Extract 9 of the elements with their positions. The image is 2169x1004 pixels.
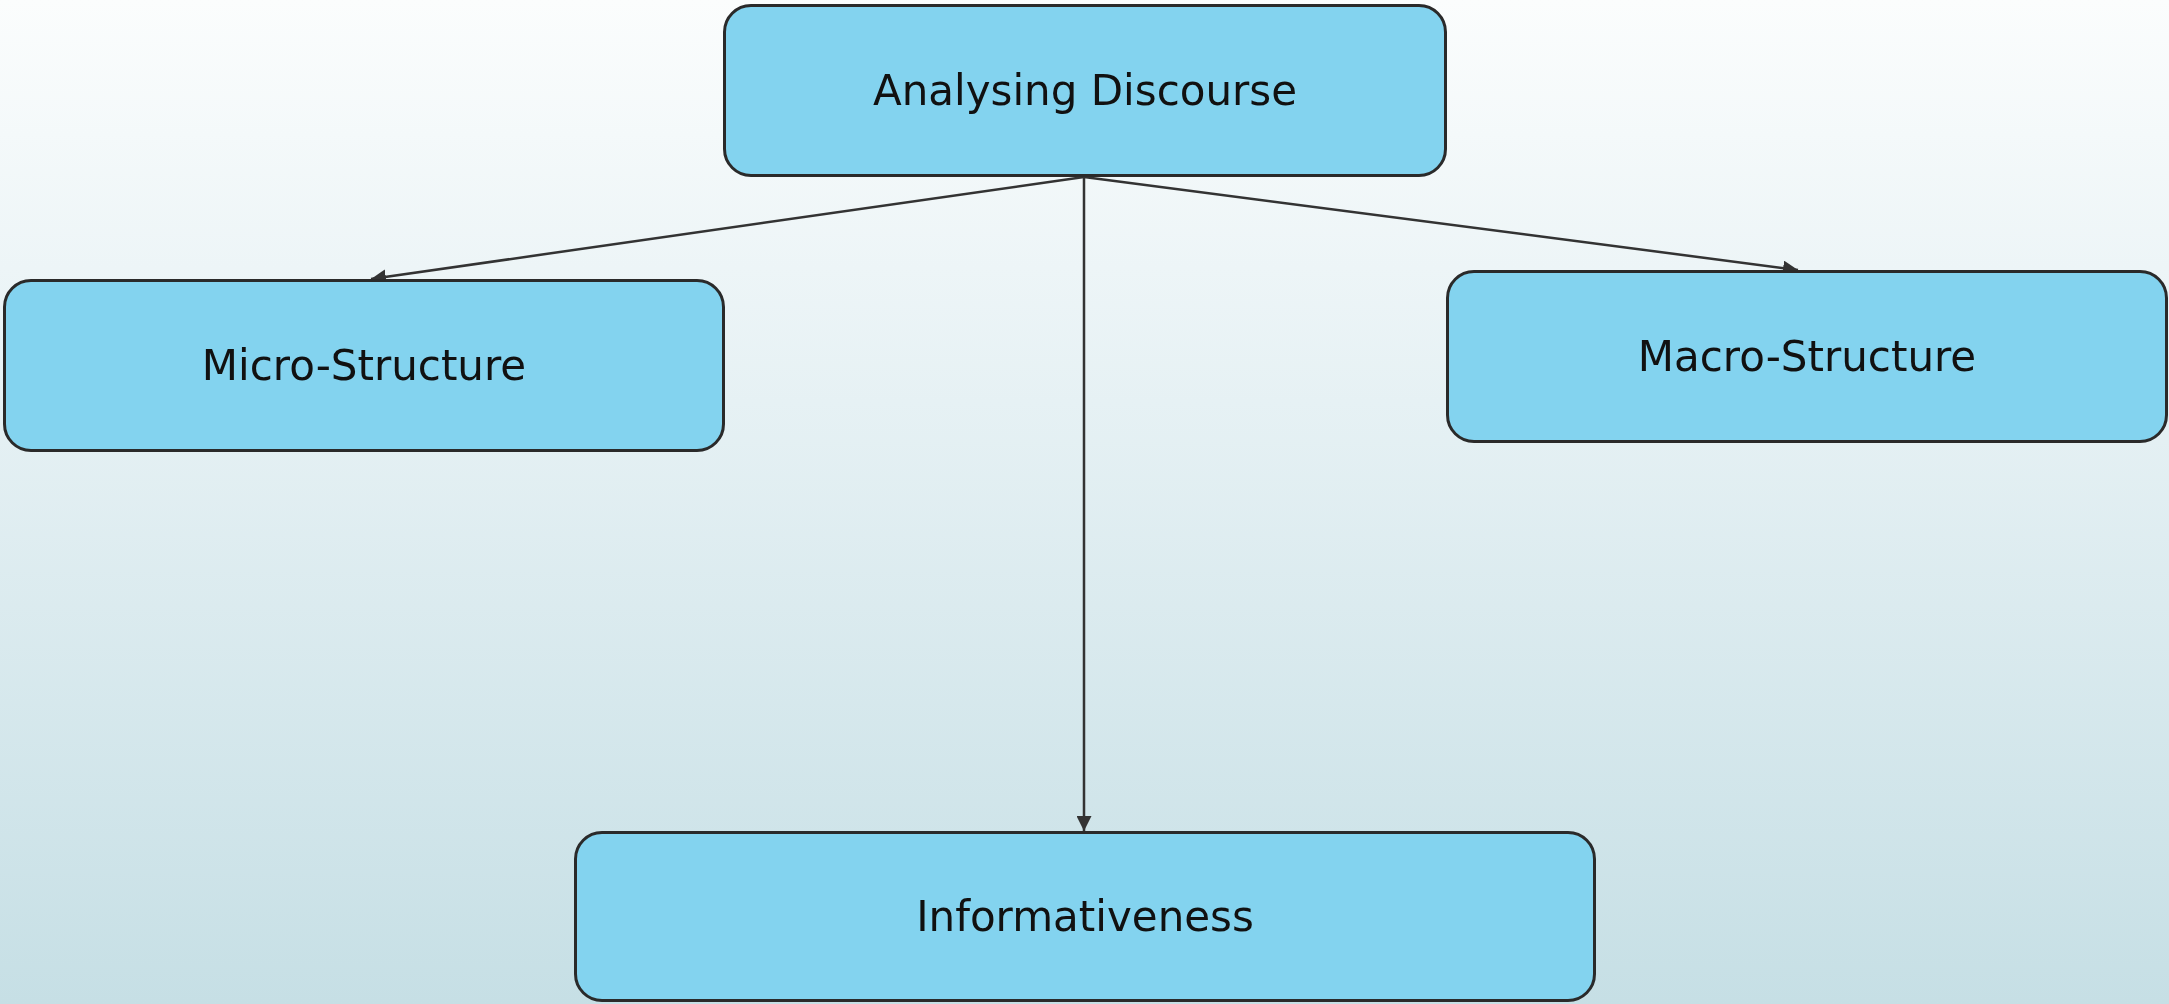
- process-box: [723, 4, 1447, 177]
- box-label: Micro-Structure: [201, 341, 527, 390]
- arrow: [1076, 177, 1092, 831]
- box-label: Informativeness: [916, 892, 1254, 941]
- process-box: [1446, 270, 2168, 443]
- process-box: [3, 279, 725, 452]
- process-box: [574, 831, 1596, 1002]
- box-label: Analysing Discourse: [872, 66, 1298, 115]
- box-label: Macro-Structure: [1637, 332, 1977, 381]
